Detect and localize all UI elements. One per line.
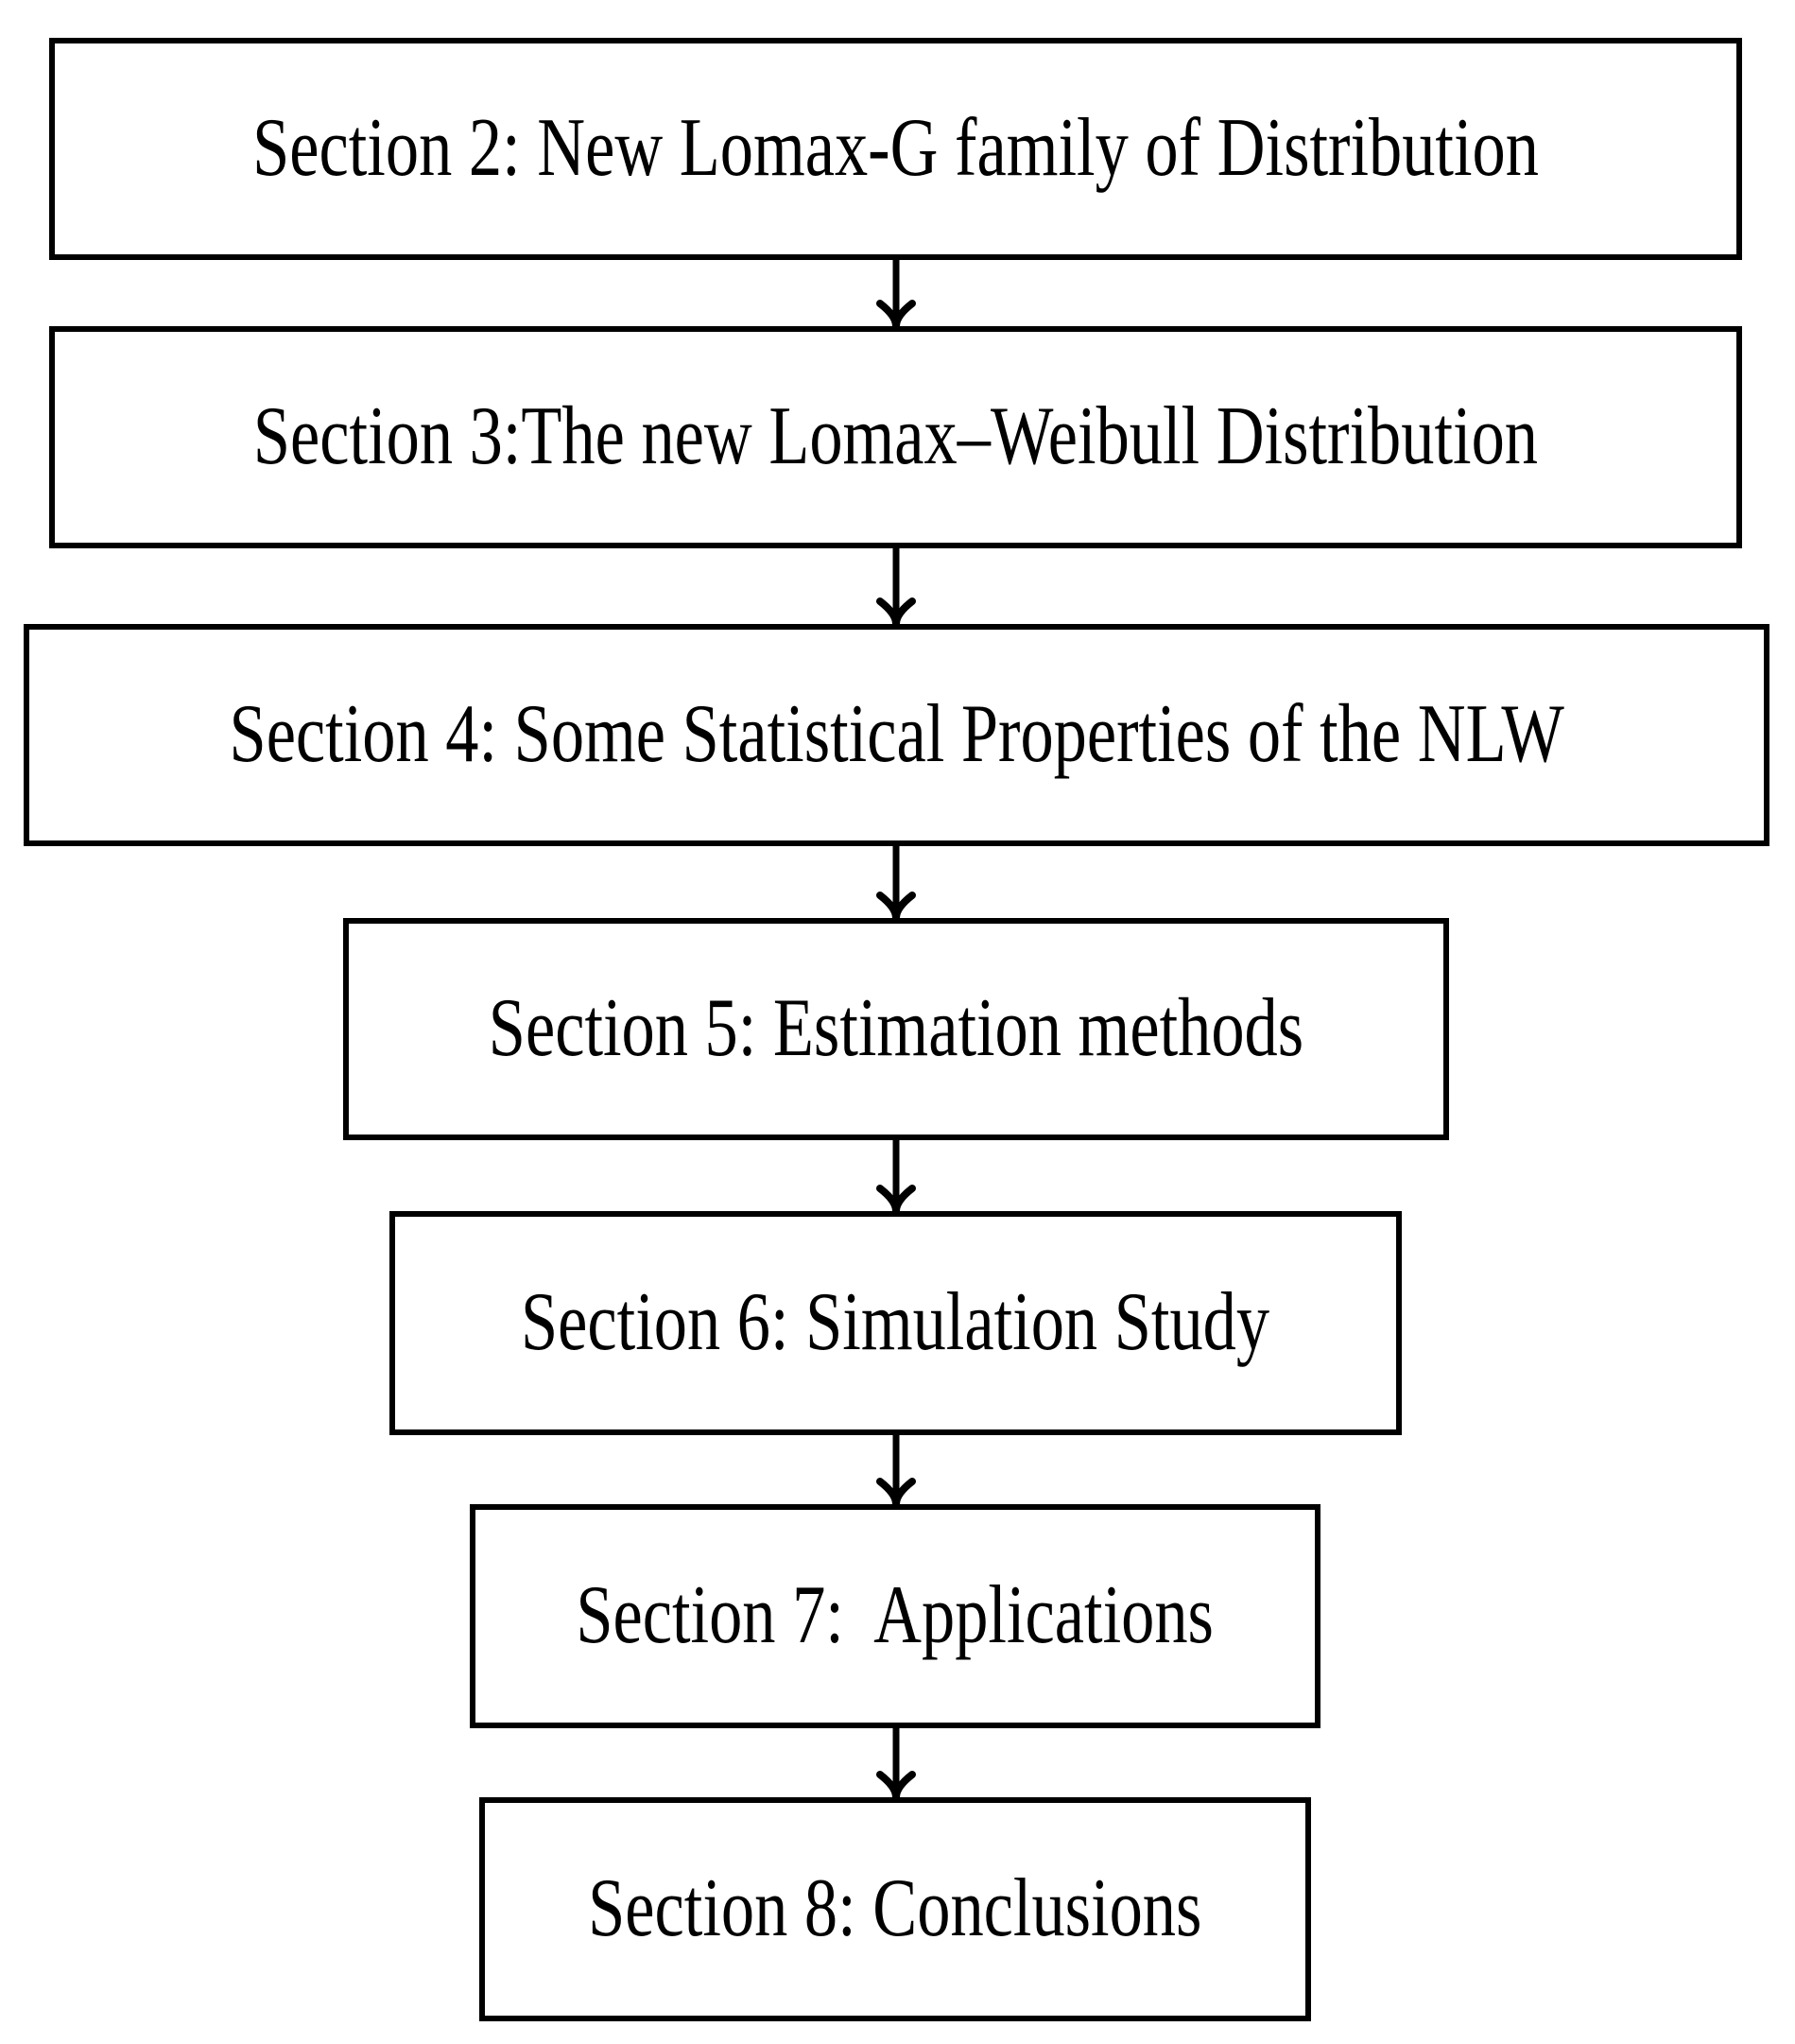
flow-node-section-7[interactable]: Section 7: Applications [470, 1504, 1320, 1728]
flow-node-label: Section 8: Conclusions [588, 1862, 1202, 1955]
flow-node-label: Section 5: Estimation methods [488, 982, 1304, 1075]
flow-node-section-5[interactable]: Section 5: Estimation methods [343, 918, 1449, 1140]
flow-node-section-8[interactable]: Section 8: Conclusions [479, 1797, 1311, 2021]
flow-arrow-2-to-3 [876, 260, 916, 330]
flow-node-label: Section 3:The new Lomax–Weibull Distribu… [252, 390, 1539, 483]
flow-node-section-3[interactable]: Section 3:The new Lomax–Weibull Distribu… [49, 326, 1742, 548]
flow-node-section-4[interactable]: Section 4: Some Statistical Properties o… [24, 624, 1769, 846]
flow-node-section-6[interactable]: Section 6: Simulation Study [389, 1211, 1402, 1435]
flow-node-label: Section 7: Applications [576, 1569, 1215, 1662]
flow-node-label: Section 4: Some Statistical Properties o… [229, 688, 1564, 781]
flow-node-label: Section 6: Simulation Study [521, 1276, 1270, 1369]
flow-arrow-4-to-5 [876, 846, 916, 922]
flow-arrow-5-to-6 [876, 1140, 916, 1215]
flow-node-label: Section 2: New Lomax-G family of Distrib… [252, 102, 1539, 195]
flow-arrow-3-to-4 [876, 548, 916, 628]
flow-node-section-2[interactable]: Section 2: New Lomax-G family of Distrib… [49, 38, 1742, 260]
flow-arrow-6-to-7 [876, 1435, 916, 1508]
flow-arrow-7-to-8 [876, 1728, 916, 1801]
